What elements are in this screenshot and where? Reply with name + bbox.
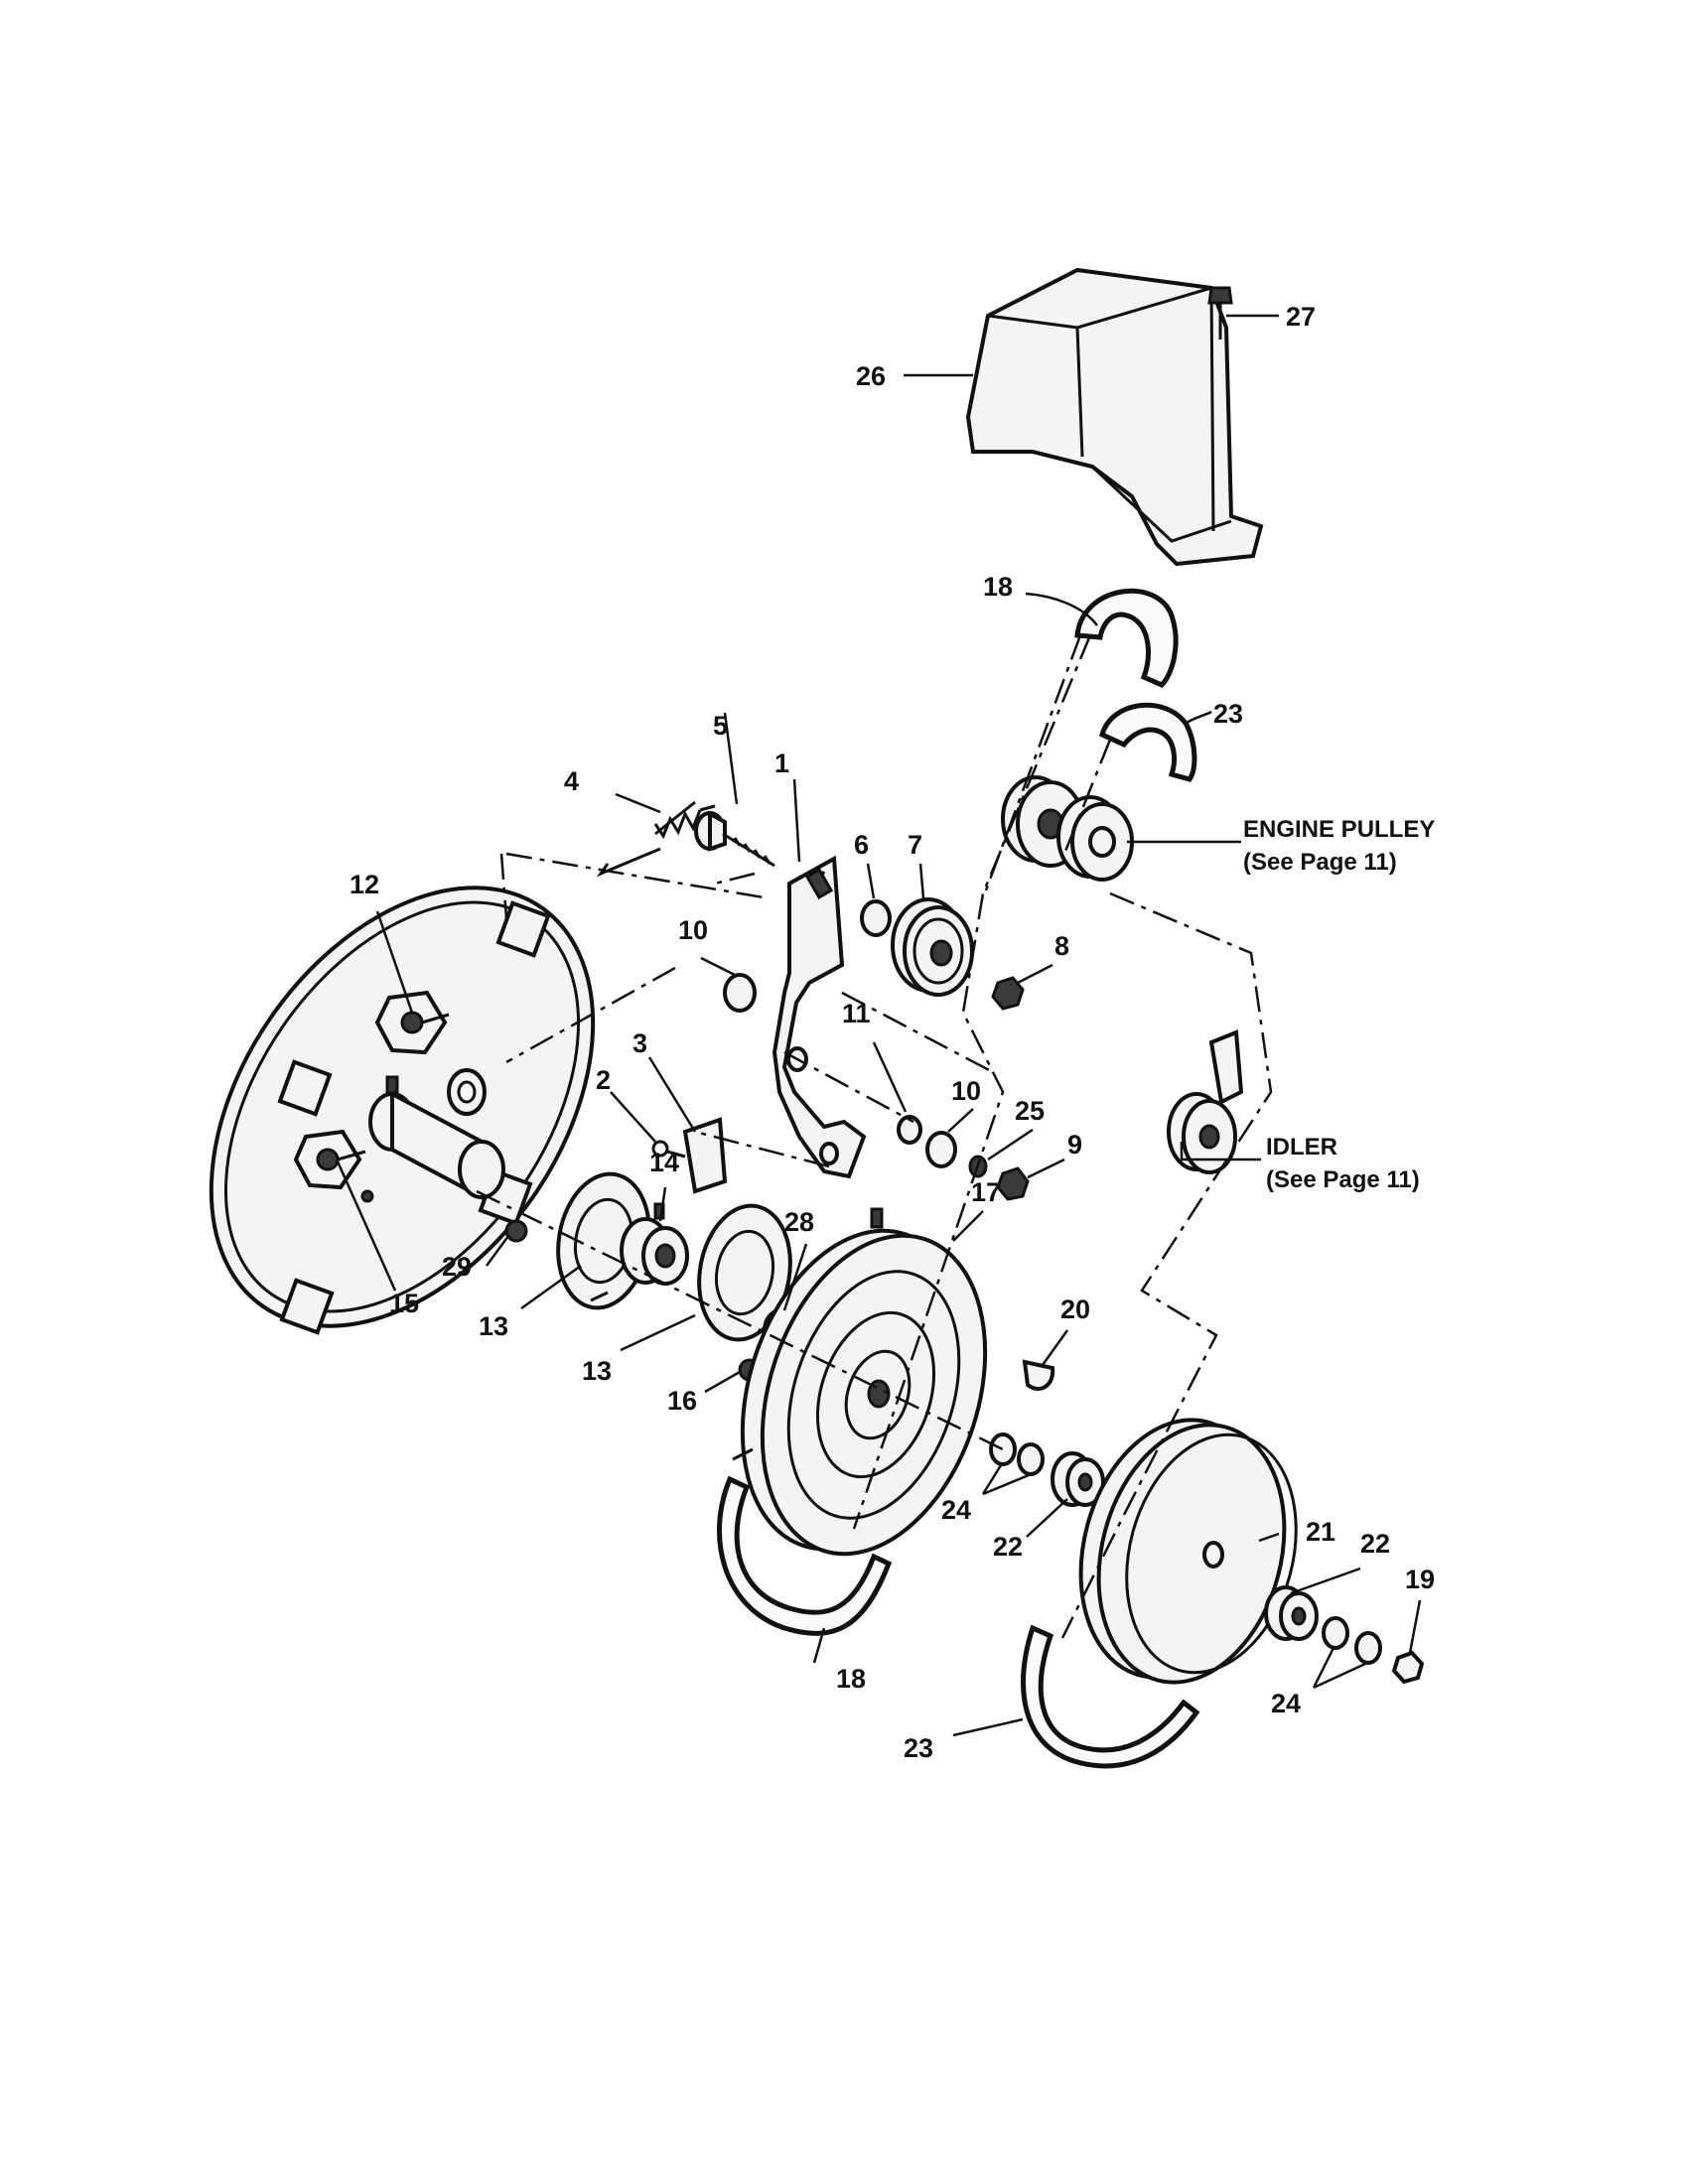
label-1: 1	[774, 749, 789, 778]
cover-bolt	[1207, 286, 1233, 340]
drive-pulley-17	[732, 1207, 988, 1557]
belt-upper-18	[1074, 588, 1179, 688]
label-17: 17	[971, 1177, 1001, 1207]
label-24a: 24	[941, 1495, 971, 1525]
label-2: 2	[596, 1065, 611, 1095]
washer-24-d	[1354, 1631, 1382, 1665]
label-26: 26	[856, 361, 886, 391]
idler-ref: (See Page 11)	[1266, 1166, 1420, 1193]
idler-assembly	[1167, 1029, 1244, 1174]
engine-pulley	[1001, 775, 1134, 882]
label-3: 3	[632, 1028, 647, 1058]
label-10b: 10	[951, 1076, 981, 1106]
belt-lower-23	[1021, 1624, 1200, 1769]
belt-lower-18	[717, 1475, 893, 1636]
label-24b: 24	[1271, 1689, 1301, 1718]
label-25: 25	[1015, 1096, 1045, 1126]
label-22b: 22	[1360, 1529, 1390, 1559]
spring	[596, 800, 716, 878]
label-14: 14	[649, 1148, 679, 1177]
label-22a: 22	[993, 1532, 1023, 1562]
leader-lines	[336, 314, 1422, 1737]
callouts: ENGINE PULLEY (See Page 11) IDLER (See P…	[1243, 816, 1435, 1193]
label-21: 21	[1306, 1517, 1335, 1547]
washer-24-a	[989, 1433, 1017, 1466]
alignment-line-bracket	[694, 872, 914, 1168]
engine-pulley-ref: (See Page 11)	[1243, 849, 1397, 876]
alignment-line-shaft	[476, 1189, 1004, 1451]
label-8: 8	[1054, 931, 1069, 961]
belt-upper-23	[1099, 702, 1197, 782]
auger-pulley-21	[1078, 1418, 1298, 1685]
label-18a: 18	[983, 572, 1013, 602]
idler-pulley-7	[891, 897, 974, 997]
part-labels: 1 2 3 4 5 6 7 8 9 10 10 11 12 13 13 14 1…	[350, 302, 1435, 1763]
washer-6	[860, 899, 892, 937]
bracket-3	[682, 1117, 728, 1194]
washer-10-upper	[723, 973, 757, 1013]
label-6: 6	[854, 830, 869, 860]
label-12: 12	[350, 870, 379, 899]
label-29: 29	[442, 1252, 472, 1282]
washer-24-b	[1017, 1442, 1045, 1476]
idler-bracket	[772, 855, 867, 1179]
washer-11	[897, 1115, 922, 1145]
label-9: 9	[1067, 1130, 1082, 1160]
label-23a: 23	[1213, 699, 1243, 729]
label-11: 11	[842, 999, 871, 1028]
bushing-29	[504, 1219, 528, 1243]
label-16: 16	[667, 1386, 697, 1416]
label-19: 19	[1405, 1565, 1435, 1594]
label-20: 20	[1060, 1295, 1090, 1324]
clevis-pin-2	[651, 1140, 686, 1159]
label-7: 7	[908, 830, 922, 860]
belt-cover	[965, 267, 1264, 567]
label-28: 28	[784, 1207, 814, 1237]
flange-13-right	[697, 1203, 792, 1342]
bearing-22-left	[1051, 1451, 1105, 1507]
label-18b: 18	[836, 1664, 866, 1694]
label-15: 15	[389, 1289, 419, 1318]
label-13a: 13	[479, 1311, 508, 1341]
nut-19	[1391, 1650, 1425, 1685]
label-10a: 10	[678, 915, 708, 945]
nut-9	[996, 1166, 1030, 1201]
label-27: 27	[1286, 302, 1316, 332]
key-20	[1022, 1359, 1055, 1391]
washer-24-c	[1322, 1616, 1349, 1650]
washer-10-lower	[925, 1131, 957, 1168]
pivot-bolt	[694, 810, 775, 868]
alignment-line-belt18	[852, 634, 1092, 1530]
bearing-14	[590, 1202, 689, 1302]
drive-shaft	[360, 1075, 505, 1203]
alignment-line-belt23	[1060, 739, 1273, 1639]
label-5: 5	[713, 711, 728, 741]
idler-label: IDLER	[1266, 1134, 1337, 1160]
label-23b: 23	[904, 1733, 933, 1763]
bearing-22-right	[1264, 1585, 1319, 1641]
nut-8	[991, 976, 1025, 1011]
label-13b: 13	[582, 1356, 612, 1386]
engine-pulley-label: ENGINE PULLEY	[1243, 816, 1435, 843]
label-4: 4	[564, 766, 579, 796]
